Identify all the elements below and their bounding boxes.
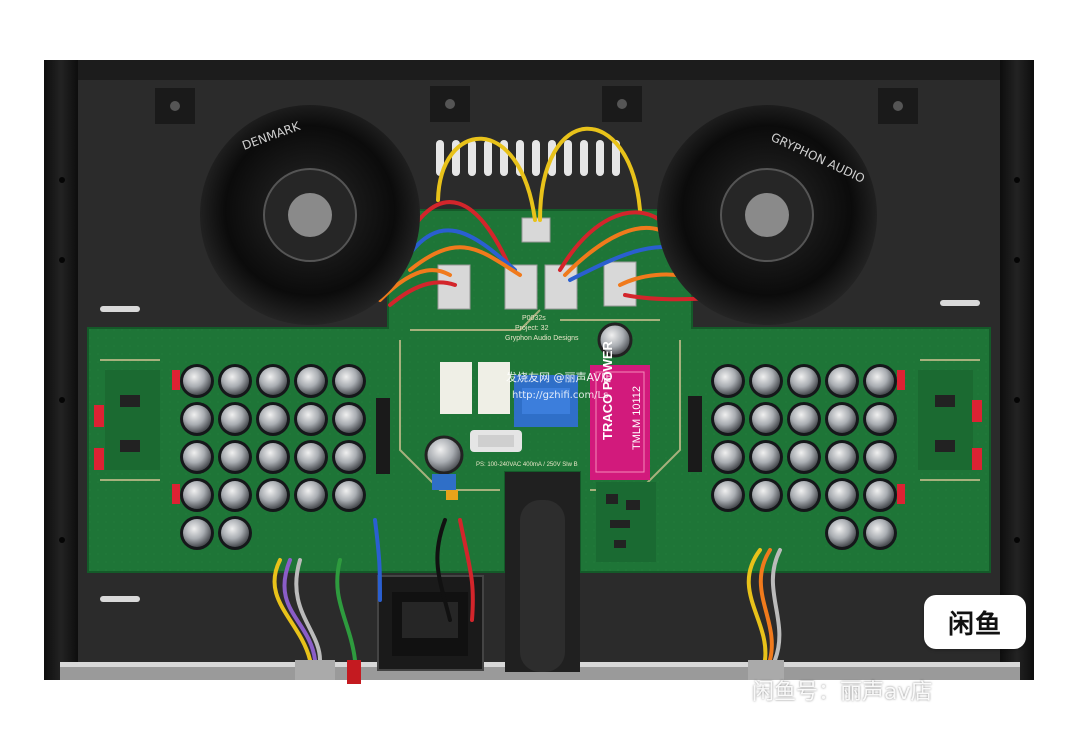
traco-model: TMLM 10112 xyxy=(631,386,643,450)
capacitor-top xyxy=(790,405,818,433)
vent-slots xyxy=(436,140,620,176)
capacitor-top xyxy=(866,519,894,547)
capacitor-top xyxy=(714,405,742,433)
capacitor-top xyxy=(752,405,780,433)
board-power-note: PS: 100-240VAC 400mA / 250V Slw B xyxy=(476,462,578,468)
capacitor-top xyxy=(866,443,894,471)
traco-module xyxy=(590,365,650,480)
capacitor-top xyxy=(866,367,894,395)
chassis-right-rail xyxy=(1000,60,1034,680)
xianyu-badge-text: 闲鱼 xyxy=(947,609,1002,640)
relay-2 xyxy=(478,362,510,414)
capacitor-top xyxy=(752,481,780,509)
capacitor-top xyxy=(221,443,249,471)
capacitor-top xyxy=(752,443,780,471)
big-cap-top xyxy=(597,322,633,358)
capacitor-top xyxy=(828,367,856,395)
capacitor-top xyxy=(221,519,249,547)
chassis-top-rail xyxy=(78,60,1000,80)
capacitor-top xyxy=(221,405,249,433)
capacitor-top xyxy=(183,481,211,509)
xlr-jack-right xyxy=(748,660,784,680)
capacitor-top xyxy=(297,481,325,509)
capacitor-top xyxy=(259,367,287,395)
capacitor-top xyxy=(752,367,780,395)
red-terminal xyxy=(347,660,361,684)
board-brand-line2: Project: 32 xyxy=(515,325,549,332)
capacitor-bank-left xyxy=(180,364,366,550)
inlet-wires xyxy=(272,518,782,662)
capacitor-top xyxy=(828,519,856,547)
capacitor-top xyxy=(714,443,742,471)
capacitor-top xyxy=(714,367,742,395)
rail-holes xyxy=(59,177,1020,543)
capacitor-top xyxy=(790,367,818,395)
capacitor-top xyxy=(714,481,742,509)
toroid-right xyxy=(657,105,877,325)
capacitor-top xyxy=(335,481,363,509)
capacitor-top xyxy=(828,481,856,509)
capacitor-top xyxy=(866,481,894,509)
capacitor-top xyxy=(790,481,818,509)
board-brand-line3: P0032s xyxy=(522,315,546,322)
capacitor-top xyxy=(866,405,894,433)
right-regulator-area xyxy=(897,370,982,504)
capacitor-top xyxy=(297,367,325,395)
capacitor-top xyxy=(183,519,211,547)
iec-power-inlet xyxy=(377,575,484,671)
watermark-site: 发烧友网 @丽声AV店 xyxy=(506,370,612,384)
watermark-url: http://gzhifi.com/Ls xyxy=(512,390,608,401)
xlr-jack-left xyxy=(295,660,335,680)
resistor-columns xyxy=(376,396,702,474)
relay-1 xyxy=(440,362,472,414)
toroid-left xyxy=(200,105,420,325)
capacitor-top xyxy=(259,481,287,509)
mounting-brackets xyxy=(155,86,918,124)
capacitor-top xyxy=(790,443,818,471)
xianyu-footer-text: 闲鱼号：丽声av店 xyxy=(752,680,933,705)
capacitor-top xyxy=(297,405,325,433)
capacitor-top xyxy=(828,443,856,471)
capacitor-top xyxy=(221,367,249,395)
capacitor-top xyxy=(828,405,856,433)
capacitor-top xyxy=(335,405,363,433)
chassis-left-rail xyxy=(44,60,78,680)
capacitor-top xyxy=(297,443,325,471)
capacitor-top xyxy=(183,405,211,433)
capacitor-top xyxy=(335,367,363,395)
capacitor-top xyxy=(259,443,287,471)
traco-brand: TRACO POWER xyxy=(600,340,615,440)
xianyu-badge: 闲鱼 xyxy=(924,595,1026,649)
big-cap-center xyxy=(424,435,464,475)
left-regulator-area xyxy=(94,370,180,504)
board-brand-line1: Gryphon Audio Designs xyxy=(505,335,579,342)
center-components xyxy=(424,322,633,500)
capacitor-top xyxy=(183,367,211,395)
capacitor-top xyxy=(183,443,211,471)
capacitor-top xyxy=(259,405,287,433)
capacitor-bank-right xyxy=(711,364,897,550)
capacitor-top xyxy=(335,443,363,471)
capacitor-top xyxy=(221,481,249,509)
